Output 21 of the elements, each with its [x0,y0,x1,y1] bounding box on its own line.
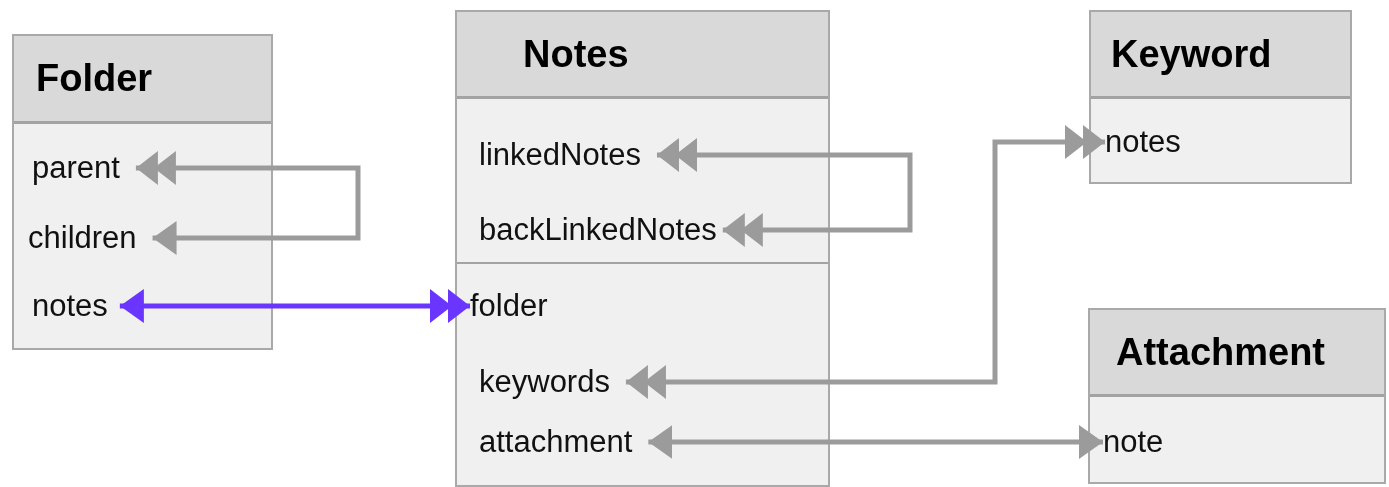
entity-box [455,10,830,487]
entity-box [1089,10,1352,184]
relationship-arrow [135,151,361,255]
attribute-name: linkedNotes [479,135,657,175]
attribute-name: attachment [479,422,649,462]
attribute-name: notes [1105,122,1181,162]
entity-name: Notes [457,12,828,99]
entity-box [1088,308,1386,484]
attribute-name: keywords [479,362,626,402]
attribute-name: note [1103,422,1164,462]
attribute-name: backLinkedNotes [479,210,723,250]
entity-box [12,34,273,350]
entity-name: Keyword [1091,12,1350,99]
attribute-name: folder [470,286,548,326]
attribute-name: children [28,218,153,258]
attribute-name: parent [32,148,136,188]
attribute-name: notes [32,286,120,326]
entity-name: Attachment [1090,310,1384,397]
entity-name: Folder [14,36,271,124]
relationship-arrow [648,425,1103,459]
relationship-arrow [119,289,470,323]
